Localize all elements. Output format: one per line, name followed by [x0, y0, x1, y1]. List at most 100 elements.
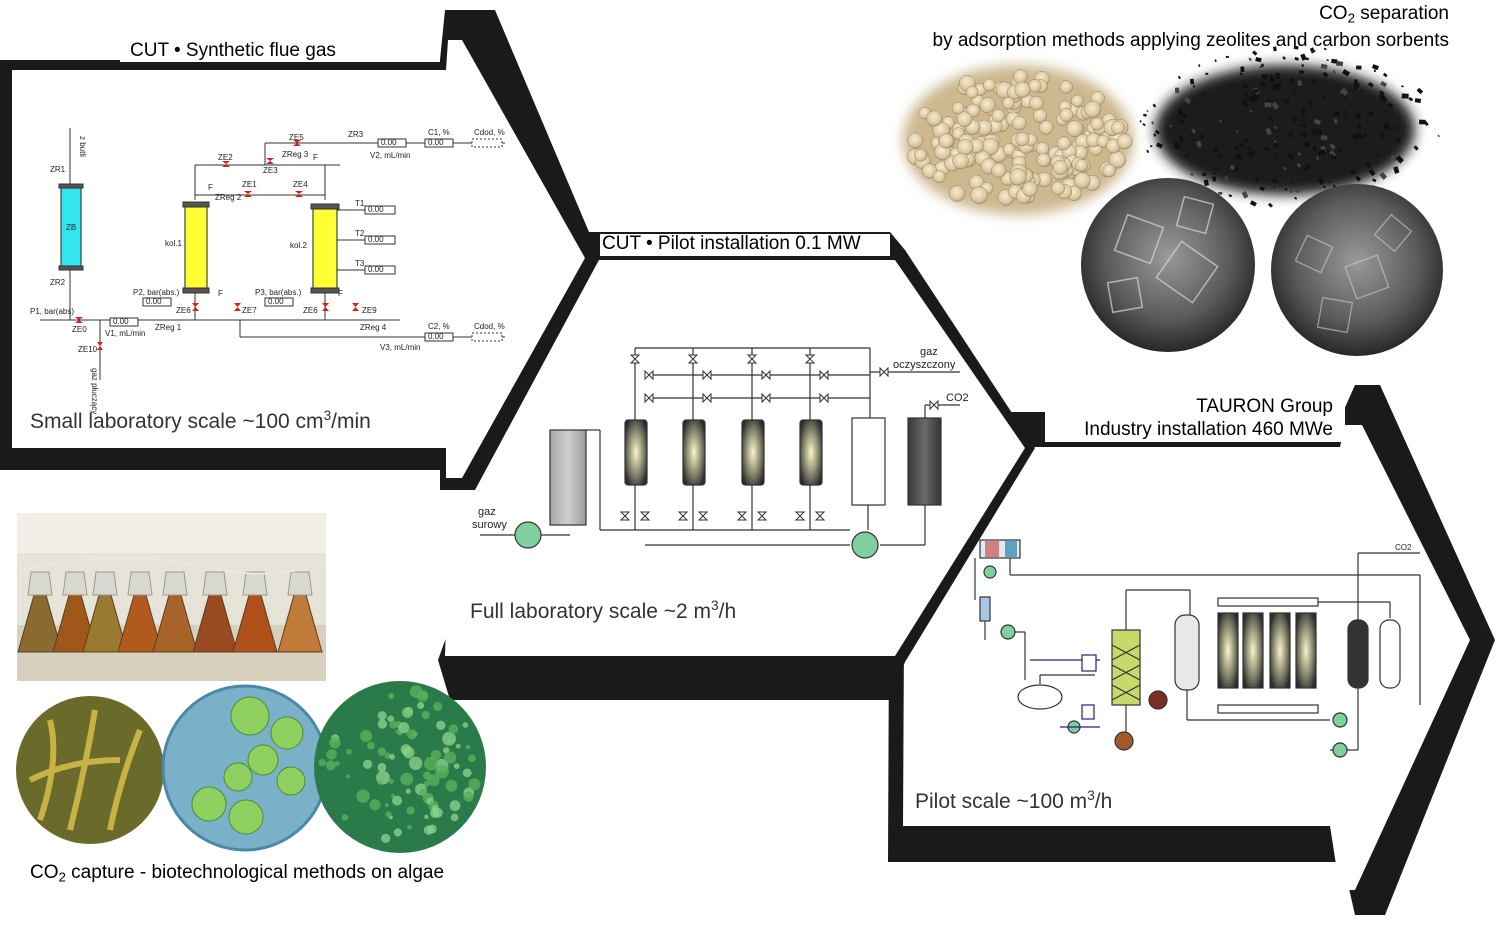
svg-text:V2, mL/min: V2, mL/min	[370, 151, 410, 160]
carbon-granule	[1198, 64, 1201, 67]
carbon-granule	[1308, 100, 1313, 105]
svg-text:ZB: ZB	[66, 223, 76, 232]
zeolite-bead	[1066, 120, 1083, 138]
coral-polyp	[443, 747, 450, 754]
svg-text:P1, bar(abs): P1, bar(abs)	[30, 307, 74, 316]
zeolite-bead	[1056, 136, 1071, 151]
carbon-granule	[1299, 70, 1305, 75]
zeolite-bead	[1111, 120, 1125, 135]
carbon-granule	[1379, 90, 1385, 96]
svg-text:gaz płuczący: gaz płuczący	[90, 368, 99, 414]
carbon-granule	[1264, 73, 1269, 78]
carbon-granule	[1342, 109, 1347, 113]
coral-polyp	[400, 744, 412, 755]
carbon-granule	[1142, 123, 1146, 127]
carbon-granule	[1350, 170, 1354, 174]
carbon-granule	[1344, 113, 1348, 117]
zeolite-bead	[970, 186, 988, 204]
svg-text:ZR2: ZR2	[50, 278, 66, 287]
zeolite-bead	[1090, 117, 1104, 131]
zeolite-bead	[926, 110, 943, 127]
carbon-granule	[1332, 69, 1336, 75]
coral-polyp	[381, 833, 391, 844]
carbon-granule	[1305, 57, 1309, 61]
carbon-granule	[1299, 94, 1303, 97]
carbon-granule	[1189, 172, 1194, 177]
pilot-header-line2: Industry installation 460 MWe	[1084, 419, 1333, 440]
carbon-granule	[1303, 141, 1311, 148]
carbon-granule	[1368, 110, 1375, 118]
valves-red	[75, 140, 359, 350]
carbon-granule	[1177, 75, 1182, 80]
svg-text:CO2: CO2	[1395, 543, 1412, 552]
carbon-granule	[1241, 191, 1249, 199]
svg-text:F: F	[313, 153, 318, 162]
coral-polyp	[356, 789, 370, 803]
coral-polyp	[389, 753, 395, 760]
carbon-granule	[1146, 149, 1150, 153]
zeolite-bead	[1071, 94, 1084, 108]
svg-text:C2, %: C2, %	[428, 322, 450, 331]
svg-text:ZE7: ZE7	[242, 306, 257, 315]
carbon-granule	[1311, 127, 1319, 136]
coral-polyp	[367, 741, 375, 750]
zeolite-bead	[1084, 100, 1102, 118]
carbon-granule	[1301, 113, 1306, 118]
coral-polyp	[408, 756, 423, 770]
carbon-granule	[1267, 202, 1273, 208]
carbon-granule	[1268, 117, 1275, 123]
carbon-granule	[1320, 63, 1328, 70]
zeolite-bead	[1051, 181, 1066, 196]
carbon-granule	[1243, 138, 1250, 144]
carbon-granule	[1397, 137, 1401, 141]
carbon-granule	[1177, 108, 1183, 116]
carbon-granule	[1333, 89, 1337, 92]
separation-subtitle: by adsorption methods applying zeolites …	[932, 30, 1450, 51]
coral-polyp	[465, 744, 471, 750]
coral-polyp	[360, 730, 373, 742]
carbon-granule	[1351, 133, 1360, 141]
coral-polyp	[385, 811, 392, 818]
carbon-granule	[1367, 81, 1374, 88]
full-lab-header: CUT • Pilot installation 0.1 MW	[602, 233, 861, 254]
carbon-granule	[1288, 131, 1294, 138]
carbon-granule	[1273, 125, 1278, 130]
carbon-granule	[1196, 140, 1202, 148]
carbon-granule	[1302, 165, 1309, 171]
carbon-granule	[1297, 169, 1301, 173]
carbon-granule	[1342, 69, 1351, 77]
carbon-granule	[1321, 95, 1326, 98]
carbon-granule	[1320, 134, 1328, 141]
zeolite-bead	[991, 108, 1006, 123]
carbon-granule	[1322, 71, 1329, 78]
zeolite-bead	[979, 97, 996, 114]
carbon-granule	[1380, 133, 1385, 139]
zeolite-bead	[951, 101, 965, 115]
svg-text:ZE10: ZE10	[78, 345, 98, 354]
carbon-granule	[1235, 154, 1243, 160]
coral-polyp	[325, 760, 336, 771]
carbon-granule	[1205, 72, 1209, 75]
coral-polyp	[369, 799, 381, 811]
coral-polyp	[424, 814, 429, 819]
carbon-granule	[1380, 96, 1388, 103]
zeolite-bead	[956, 138, 974, 156]
zeolite-bead	[1011, 115, 1027, 131]
algae-caption: CO2 capture - biotechnological methods o…	[30, 862, 445, 885]
carbon-granule	[1189, 78, 1195, 85]
carbon-granule	[1327, 149, 1330, 153]
coral-polyp	[442, 731, 456, 746]
pilot-scale-schematic: CO2	[974, 539, 1421, 758]
carbon-granule	[1202, 92, 1206, 96]
svg-text:ZE6: ZE6	[303, 306, 318, 315]
carbon-granule	[1329, 153, 1335, 160]
carbon-granule	[1152, 103, 1157, 108]
carbon-granule	[1337, 148, 1342, 153]
svg-text:0.00: 0.00	[368, 265, 384, 274]
carbon-granule	[1371, 64, 1380, 71]
coral-polyp	[377, 780, 382, 785]
coral-polyp	[409, 685, 423, 699]
carbon-granule	[1382, 72, 1388, 78]
coral-polyp	[436, 720, 446, 730]
carbon-granule	[1247, 149, 1256, 158]
